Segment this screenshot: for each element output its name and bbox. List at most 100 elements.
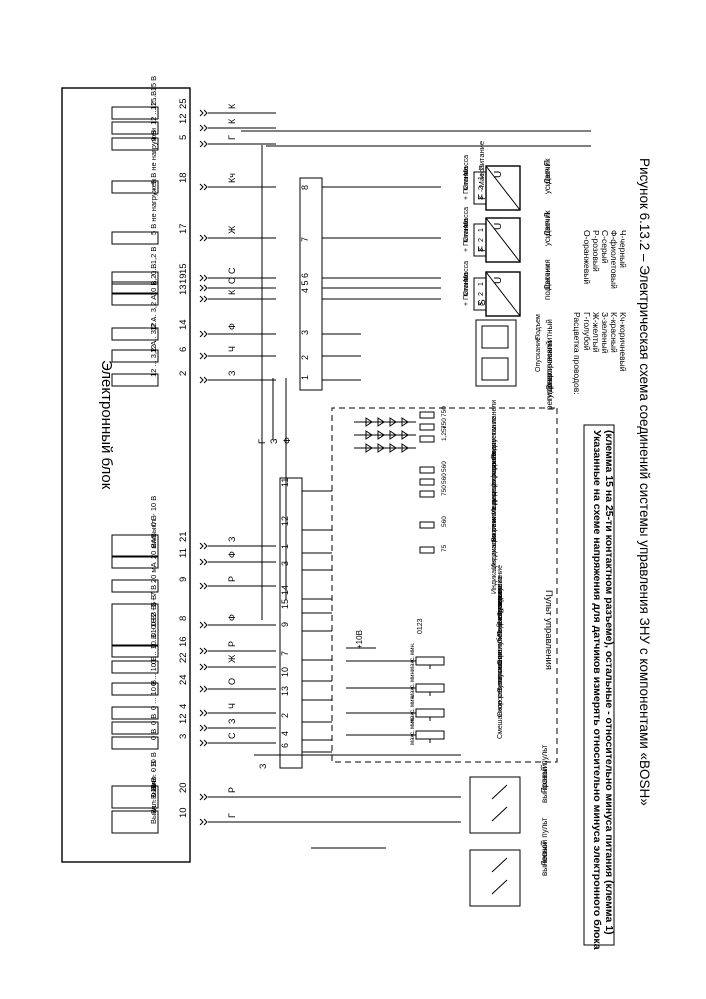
ecu-pin-value-box <box>111 373 159 387</box>
connector-right-number: 3 <box>300 330 310 335</box>
connector-chevron <box>199 558 204 566</box>
pot-max: макс. <box>410 656 416 671</box>
ecu-pin-number: 12 <box>178 113 189 124</box>
connector-left-number: 4 <box>280 731 290 736</box>
resistor-value: 1,25к <box>441 425 448 441</box>
resistor-value: 560 <box>441 461 448 472</box>
sensor-pin: 1 <box>478 176 485 180</box>
resistor <box>419 411 435 419</box>
sensor-pin: 2 <box>478 292 485 296</box>
ecu-pin-number: 24 <box>178 674 189 685</box>
resistor-value: 75 <box>441 544 448 552</box>
sensor-pin: 3 <box>478 248 485 252</box>
sensor-pin: 1 <box>478 228 485 232</box>
panel-supply-label: +10В <box>355 630 364 649</box>
resistor-value: 750 <box>441 485 448 496</box>
regulator-name: регулятор <box>545 372 554 410</box>
ecu-pin-value: 0 ... 10 В <box>149 634 158 664</box>
figure-caption: Рисунок 6.13.2 – Электрическая схема сое… <box>637 158 652 806</box>
ecu-pin-wire-color: Кч <box>227 173 237 183</box>
ecu-pin-value: 3 - 7 В <box>149 585 158 607</box>
ecu-pin-number: 5 <box>178 135 189 140</box>
connector-left-number: 14 <box>280 585 290 595</box>
resistor <box>419 466 435 474</box>
ecu-pin-value: Выкл. - 0 В <box>149 786 158 824</box>
connector-left-number: 11 <box>280 478 290 487</box>
ecu-pin-wire-color: Ф <box>227 551 237 558</box>
connector-chevron <box>203 558 208 566</box>
ecu-pin-wire-color: Ч <box>227 346 237 352</box>
ecu-pin-value: 0 - 0 В <box>149 615 158 637</box>
legend-title: Расцветка проводов: <box>572 312 582 395</box>
connector-chevron <box>199 724 204 732</box>
connector-chevron <box>203 685 208 693</box>
sensor-symbol: U <box>493 277 504 284</box>
ecu-pin-value: 0 ... 10 В <box>149 680 158 710</box>
regulator-name: Электромагнитный <box>545 319 554 390</box>
connector-left-number: 3 <box>280 561 290 566</box>
remote-switch <box>491 857 508 873</box>
legend-left-0: Г-голубой <box>582 312 592 351</box>
connector-chevron <box>199 295 204 303</box>
connector-chevron <box>199 140 204 148</box>
note-line-1: Указанные на схеме напряжения для датчик… <box>591 430 603 950</box>
connector-chevron <box>199 109 204 117</box>
connector-chevron <box>199 274 204 282</box>
ecu-pin-wire-color: З <box>227 537 237 542</box>
ecu-pin-value-box <box>111 660 159 674</box>
ecu-pin-value: 12 ... 3,2 А <box>149 341 158 377</box>
ecu-pin-wire-color: Ч <box>227 703 237 709</box>
ecu-pin-number: 10 <box>178 807 189 818</box>
sensor-name: Датчик <box>543 264 552 290</box>
connector-chevron <box>203 109 208 117</box>
ecu-pin-wire-color: Р <box>227 576 237 582</box>
sensor-diagonal <box>485 271 521 317</box>
ecu-pin-wire-color: С <box>227 267 237 274</box>
connector-chevron <box>199 685 204 693</box>
regulator-coil <box>481 357 509 381</box>
ecu-pin-number: 16 <box>178 636 189 647</box>
connector-left-number: 15 <box>280 599 290 609</box>
sensor-pin: 2 <box>478 186 485 190</box>
ecu-pin-value-box <box>111 706 159 720</box>
connector-chevron <box>203 295 208 303</box>
sensor-pin-label: - Масса <box>463 155 470 180</box>
remote-name: выносной пульт <box>540 744 549 803</box>
pot-label: Величина заглубления <box>496 618 504 692</box>
connector-right-number: 8 <box>300 185 310 190</box>
sensor-pin: 1 <box>478 282 485 286</box>
legend-right-0: О-оранжевый <box>582 230 592 284</box>
ecu-pin-number: 3 <box>178 734 189 739</box>
connector-left-number: 1 <box>280 544 290 549</box>
ecu-pin-value: 5 В не нагружен <box>149 128 158 184</box>
connector-chevron <box>199 621 204 629</box>
ecu-pin-number: 22 <box>178 652 189 663</box>
connector-chevron <box>203 183 208 191</box>
connector-chevron <box>203 140 208 148</box>
sensor-pin-label: Сигнал <box>463 219 470 242</box>
pot-max: макс. <box>410 730 416 745</box>
ecu-pin-value: 12 ... 3,2 А <box>149 317 158 353</box>
potentiometer <box>415 656 445 666</box>
connector-left-number: 12 <box>280 516 290 526</box>
remote-name: выносной пульт <box>540 817 549 876</box>
ecu-block <box>61 87 191 863</box>
resistor-value: 750 <box>441 406 448 417</box>
panel-led-label: Выключатель демпфирования <box>491 443 498 542</box>
connector-chevron <box>199 330 204 338</box>
ecu-pin-value-box <box>111 327 159 341</box>
ecu-pin-value-box <box>111 180 159 194</box>
ecu-pin-number: 25 <box>178 98 189 109</box>
resistor <box>419 435 435 443</box>
connector-chevron <box>203 793 208 801</box>
resistor <box>419 423 435 431</box>
switch-position-label: 0-Подъем опускание <box>497 576 504 643</box>
note-line-2: (клемма 15 на 25-ти контактном разъеме),… <box>603 430 615 935</box>
panel-led-label: Индикация подъем опускание <box>491 416 498 514</box>
ecu-pin-value: 12 ... 15 В <box>149 76 158 110</box>
